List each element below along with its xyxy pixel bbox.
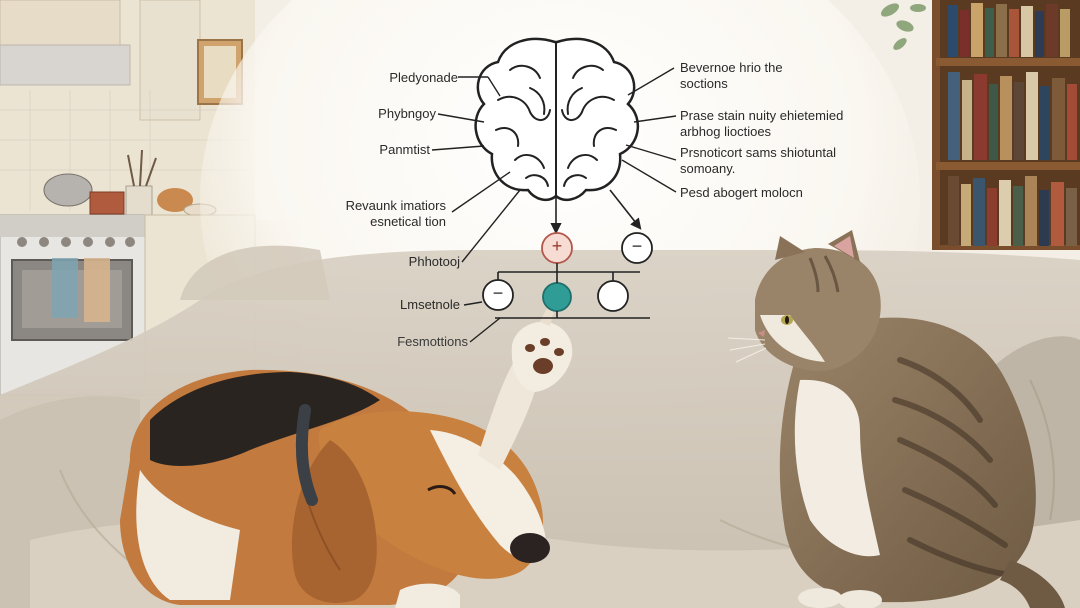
bookshelf xyxy=(880,0,1080,250)
tabby-cat xyxy=(727,230,1065,608)
label-right-3: Prsnoticort sams shiotuntal somoany. xyxy=(680,145,837,176)
label-left-3: Panmtist xyxy=(379,142,430,157)
beagle-dog xyxy=(120,296,573,608)
brain-diagram xyxy=(431,37,677,343)
label-right-1: Bevernoe hrio the soctions xyxy=(680,60,783,91)
empty-node xyxy=(597,280,629,312)
label-left-4: Revaunk imatiors esnetical tion xyxy=(345,198,446,229)
label-right-4: Pesd abogert molocn xyxy=(680,185,803,200)
label-right-2: Prase stain nuity ehietemied arbhog lioc… xyxy=(680,108,844,139)
label-left-1: Pledyonade xyxy=(389,70,458,85)
label-left-7: Fesmottions xyxy=(397,334,468,349)
minus-right-node-label: − xyxy=(631,236,643,256)
teal-node xyxy=(542,282,572,312)
minus-left-node-label: − xyxy=(492,283,504,303)
label-left-5: Phhotooj xyxy=(408,254,460,269)
plus-node-label: + xyxy=(551,236,563,256)
label-left-6: Lmsetnole xyxy=(400,297,460,312)
label-left-2: Phybngoy xyxy=(378,106,436,121)
minus-node-right xyxy=(621,232,653,264)
